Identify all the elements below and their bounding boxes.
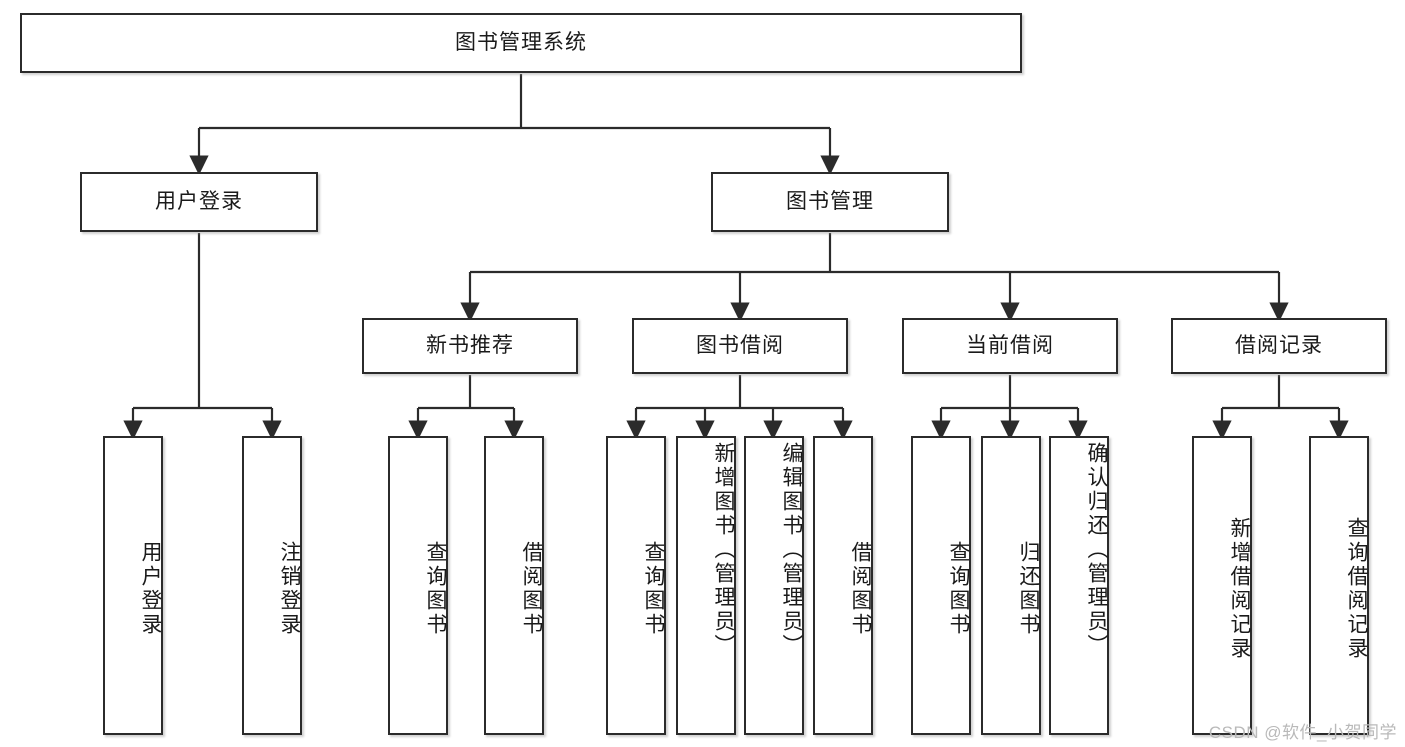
node-label: 借阅记录	[1235, 334, 1323, 358]
node-leaf-return-book[interactable]: 归还图书	[981, 436, 1041, 735]
node-label: 新书推荐	[426, 334, 514, 358]
node-label: 查询图书	[424, 540, 447, 637]
node-leaf-add-borrow-record[interactable]: 新增借阅记录	[1192, 436, 1252, 735]
node-label: 归还图书	[1017, 540, 1040, 637]
node-book-management[interactable]: 图书管理	[711, 172, 949, 232]
node-borrow-record[interactable]: 借阅记录	[1171, 318, 1387, 374]
node-root-book-management-system[interactable]: 图书管理系统	[20, 13, 1022, 73]
node-label: 用户登录	[139, 540, 162, 637]
node-book-borrow[interactable]: 图书借阅	[632, 318, 848, 374]
node-label: 新增借阅记录	[1228, 516, 1251, 661]
watermark: CSDN @软件_小贺同学	[1208, 723, 1397, 742]
node-label: 查询图书	[947, 540, 970, 637]
node-leaf-add-book-admin[interactable]: 新增图书（管理员）	[676, 436, 736, 735]
node-leaf-borrow-book-recommend[interactable]: 借阅图书	[484, 436, 544, 735]
node-label: 新增图书（管理员）	[712, 442, 735, 658]
node-leaf-query-book-recommend[interactable]: 查询图书	[388, 436, 448, 735]
node-label: 确认归还（管理员）	[1085, 442, 1108, 658]
node-label: 借阅图书	[849, 540, 872, 637]
node-label: 图书管理	[786, 190, 874, 214]
node-label: 编辑图书（管理员）	[780, 442, 803, 658]
node-label: 图书借阅	[696, 334, 784, 358]
node-label: 查询图书	[642, 540, 665, 637]
node-leaf-query-borrow-record[interactable]: 查询借阅记录	[1309, 436, 1369, 735]
node-user-login[interactable]: 用户登录	[80, 172, 318, 232]
node-label: 图书管理系统	[455, 31, 587, 55]
node-leaf-edit-book-admin[interactable]: 编辑图书（管理员）	[744, 436, 804, 735]
node-label: 注销登录	[278, 540, 301, 637]
node-label: 用户登录	[155, 190, 243, 214]
node-leaf-borrow-book[interactable]: 借阅图书	[813, 436, 873, 735]
node-leaf-confirm-return-admin[interactable]: 确认归还（管理员）	[1049, 436, 1109, 735]
node-label: 借阅图书	[520, 540, 543, 637]
node-new-book-recommend[interactable]: 新书推荐	[362, 318, 578, 374]
node-leaf-user-login[interactable]: 用户登录	[103, 436, 163, 735]
node-leaf-query-book-current[interactable]: 查询图书	[911, 436, 971, 735]
node-leaf-logout[interactable]: 注销登录	[242, 436, 302, 735]
node-label: 查询借阅记录	[1345, 516, 1368, 661]
node-leaf-query-book-borrow[interactable]: 查询图书	[606, 436, 666, 735]
node-current-borrow[interactable]: 当前借阅	[902, 318, 1118, 374]
node-label: 当前借阅	[966, 334, 1054, 358]
